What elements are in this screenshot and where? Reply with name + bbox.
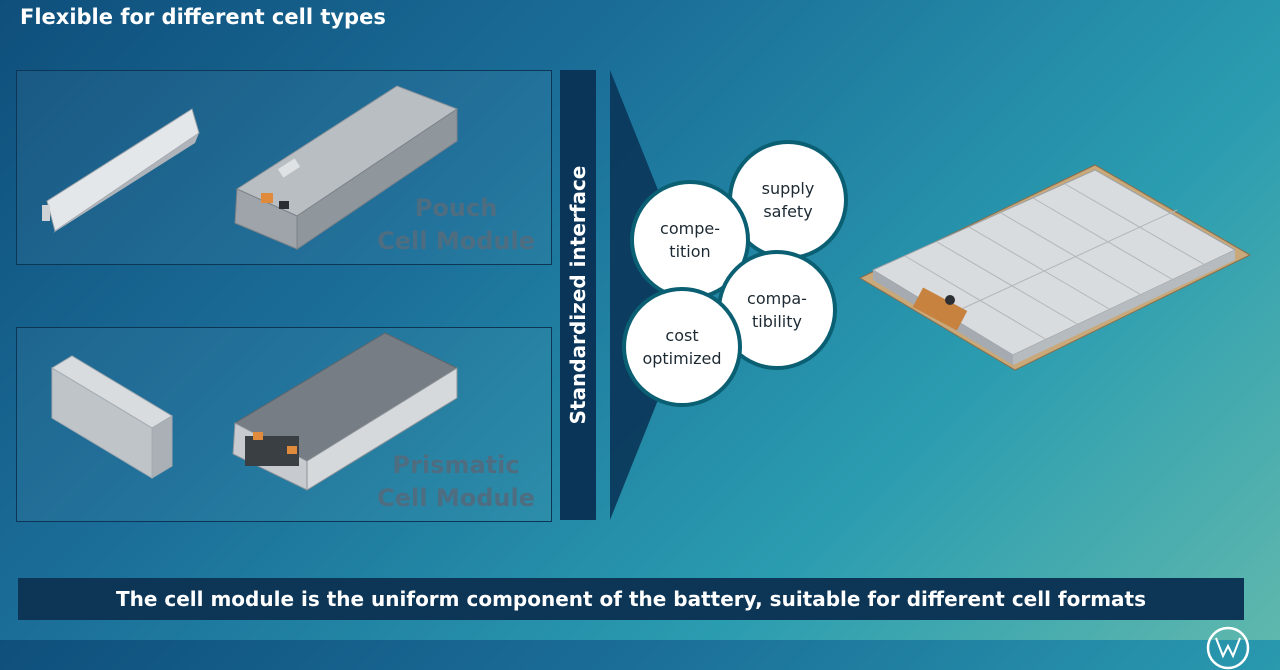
prismatic-module-label: Prismatic Cell Module [377,449,535,515]
footer-banner: The cell module is the uniform component… [18,578,1244,620]
page-title: Flexible for different cell types [20,5,386,29]
prismatic-label-line2: Cell Module [377,484,535,512]
interface-bar [560,70,596,520]
vw-logo-icon [1206,626,1250,670]
prismatic-module-illustration [51,332,459,491]
pouch-module-panel: Pouch Cell Module [16,70,552,265]
battery-pack-illustration [858,164,1252,371]
prismatic-label-line1: Prismatic [392,451,520,479]
interface-label: Standardized interface [566,165,590,425]
pouch-module-illustration [42,85,459,250]
prismatic-module-panel: Prismatic Cell Module [16,327,552,522]
benefit-cost-optimized: cost optimized [622,287,742,407]
pouch-module-label: Pouch Cell Module [377,192,535,258]
pouch-label-line2: Cell Module [377,227,535,255]
pouch-label-line1: Pouch [414,194,498,222]
